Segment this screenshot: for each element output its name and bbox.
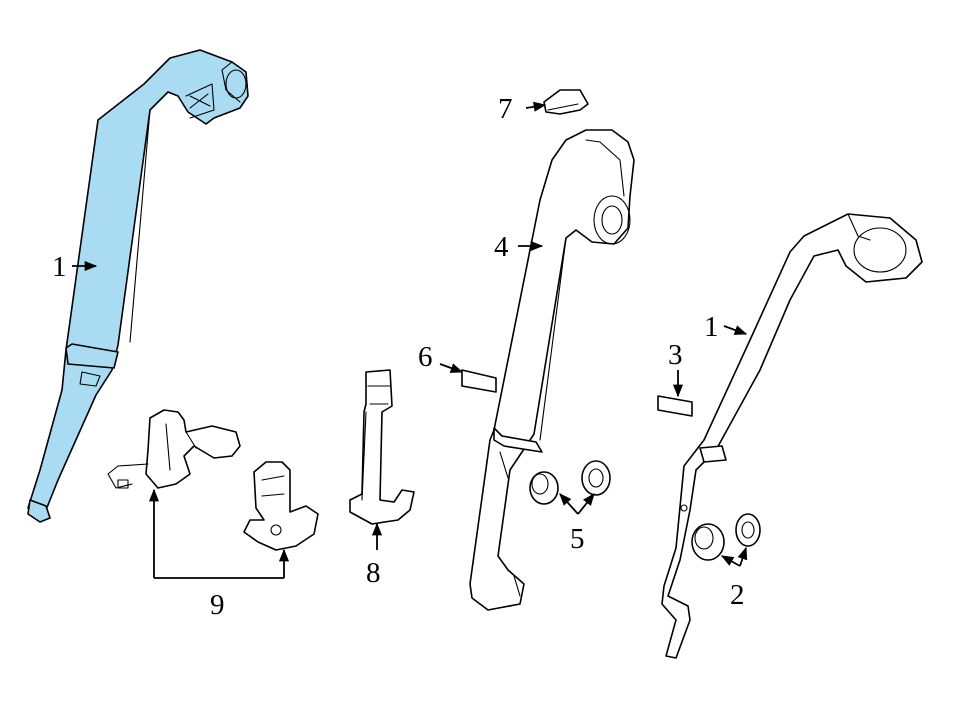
callout-1-left: 1 [52,251,67,283]
callout-5: 5 [570,523,585,555]
seat-belt-assembly-left-highlighted [27,49,249,523]
bolt-and-washer-right [691,513,761,561]
callout-4: 4 [494,231,509,263]
leader-2-bolt [720,555,741,567]
leader-6 [439,363,464,373]
leader-5-bolt [559,493,579,515]
buckle-assembly-left [107,409,241,489]
seat-belt-assembly-right [661,213,923,659]
slider-pad-right [657,395,693,417]
cover-cap [543,89,589,115]
leader-5-washer [577,493,595,515]
leader-1-right [723,325,748,335]
callout-1-right: 1 [704,311,719,343]
slider-pad-center [461,369,497,393]
seat-belt-center [469,129,635,611]
leader-2-washer [737,546,748,567]
callout-8: 8 [366,557,381,589]
callout-3: 3 [668,339,683,371]
leader-7 [525,101,547,112]
leader-lines [72,101,748,579]
buckle-assembly-right [243,461,319,551]
callout-2: 2 [730,579,745,611]
callout-9: 9 [210,589,225,621]
callout-6: 6 [418,341,433,373]
bolt-and-washer-center [529,460,611,505]
callout-7: 7 [498,93,513,125]
buckle-stalk [349,369,415,525]
